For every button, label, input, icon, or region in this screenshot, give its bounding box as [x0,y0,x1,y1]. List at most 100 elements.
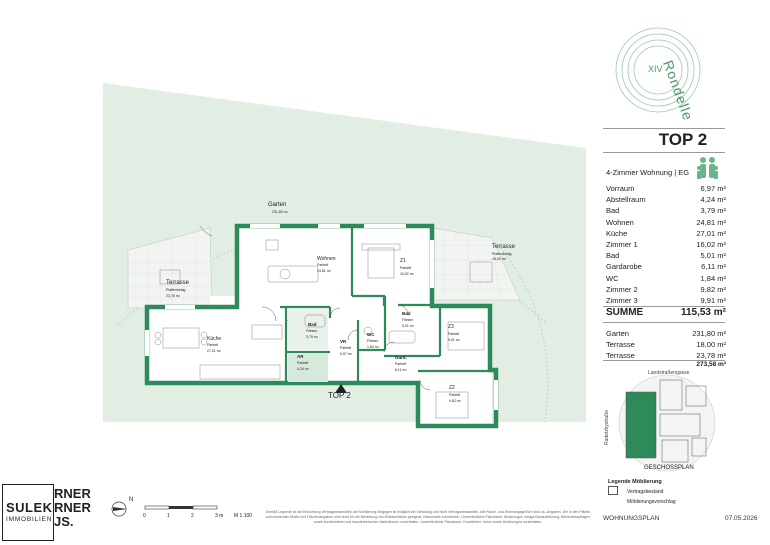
kueche-label: Küche [207,336,222,342]
gard-area: 6,11 m² [395,368,407,372]
gard-label: Gard. [395,355,407,360]
key-street-top: Landstraßengasse [648,370,690,376]
bad1-label: Bad [308,322,317,327]
partner-logo-line: RNER [54,486,91,501]
bad1-area: 3,79 m² [306,335,318,339]
z3-label: Z3 [448,324,454,330]
unit-subtitle: 4-Zimmer Wohnung | EG [606,168,690,177]
entry-arrow [335,384,347,393]
divider [603,128,725,129]
brand-logo [615,27,701,113]
bad2-sub: Fliesen [402,318,414,322]
outdoor-total: 273,58 m² [696,361,726,368]
bad2-label: Bad [402,311,411,316]
partner-logo: RNER RNER JS. [54,487,91,529]
vr-area: 6,97 m² [340,352,352,356]
doc-date: 07.05.2026 [725,515,758,522]
ar-label: AR [297,354,304,359]
z3-area: 9,91 m² [448,338,460,342]
scale-tick: 3 m [215,513,224,519]
bad1-sub: Fliesen [306,329,318,333]
brand-numeral: XIV [648,64,663,74]
z3-sub: Parkett [448,332,460,336]
z2-sub: Parkett [449,393,461,397]
bath-room [288,309,328,351]
sulek-logo [2,484,54,541]
legend-title: Legende Möblierung [608,479,662,485]
doc-label: WOHNUNGSPLAN [603,515,660,522]
key-plan-title: GESCHOSSPLAN [644,465,694,471]
garden-area: 231,80 m² [272,210,288,214]
north-label: N [129,497,134,503]
legend-item: Vertragsbestand [627,489,664,495]
divider [603,322,725,323]
z2-label: Z2 [449,385,455,391]
partner-logo-line: RNER [54,500,91,515]
partner-logo-line: JS. [54,514,74,529]
z1-area: 16,02 m² [400,272,414,276]
vr-label: VR [340,339,347,344]
disclaimer: Gemäß Legende ist die Einrichtung Vertra… [265,510,591,524]
wohnen-sub: Parkett [317,263,329,267]
z1-sub: Parkett [400,266,412,270]
people-icon [697,157,718,179]
divider [603,360,725,361]
terrace-left-label: Terrasse [166,280,190,286]
terrace-right-area: 18,00 m² [492,257,506,261]
scale-tick: 0 [143,513,146,519]
sulek-logo-text: SULEK [6,500,53,515]
legend-swatch [608,486,618,495]
site-arc-right [497,244,549,423]
vr-sub: Parkett [340,346,352,350]
key-plan [618,374,716,472]
north-arrow [111,501,127,517]
scale-tick: 1 [167,513,170,519]
wc-area: 1,84 m² [367,345,379,349]
bad2-area: 5,01 m² [402,324,414,328]
scale-tick: 2 [191,513,194,519]
wc-sub: Fliesen [367,339,379,343]
terrace-left-sub: Plattenbelag [166,288,186,292]
ar-sub: Parkett [297,361,309,365]
terrace-right-label: Terrasse [492,244,516,250]
divider [603,152,725,153]
legend-item: Möblierungsvorschlag [627,499,676,505]
z1-label: Z1 [400,258,406,264]
scale-bar [144,505,218,510]
entry-label: TOP 2 [328,391,351,400]
z2-area: 9,82 m² [449,399,461,403]
storage-room [288,354,328,382]
key-street-left: Radetzkystraße [604,409,610,445]
scale-ratio: M 1:100 [234,513,253,519]
terrace-left-area: 23,78 m² [166,294,180,298]
unit-title: TOP 2 [658,130,708,149]
divider [603,306,725,307]
wohnen-label: Wohnen [317,256,336,262]
garden-label: Garten [268,202,287,208]
kueche-area: 27,01 m² [207,349,221,353]
sulek-logo-sub: IMMOBILIEN [6,516,53,523]
terrace-right-sub: Plattenbelag [492,252,512,256]
kueche-sub: Parkett [207,343,219,347]
wc-label: WC [367,332,375,337]
wohnen-area: 24,81 m² [317,269,331,273]
ar-area: 4,24 m² [297,367,309,371]
gard-sub: Parkett [395,362,407,366]
